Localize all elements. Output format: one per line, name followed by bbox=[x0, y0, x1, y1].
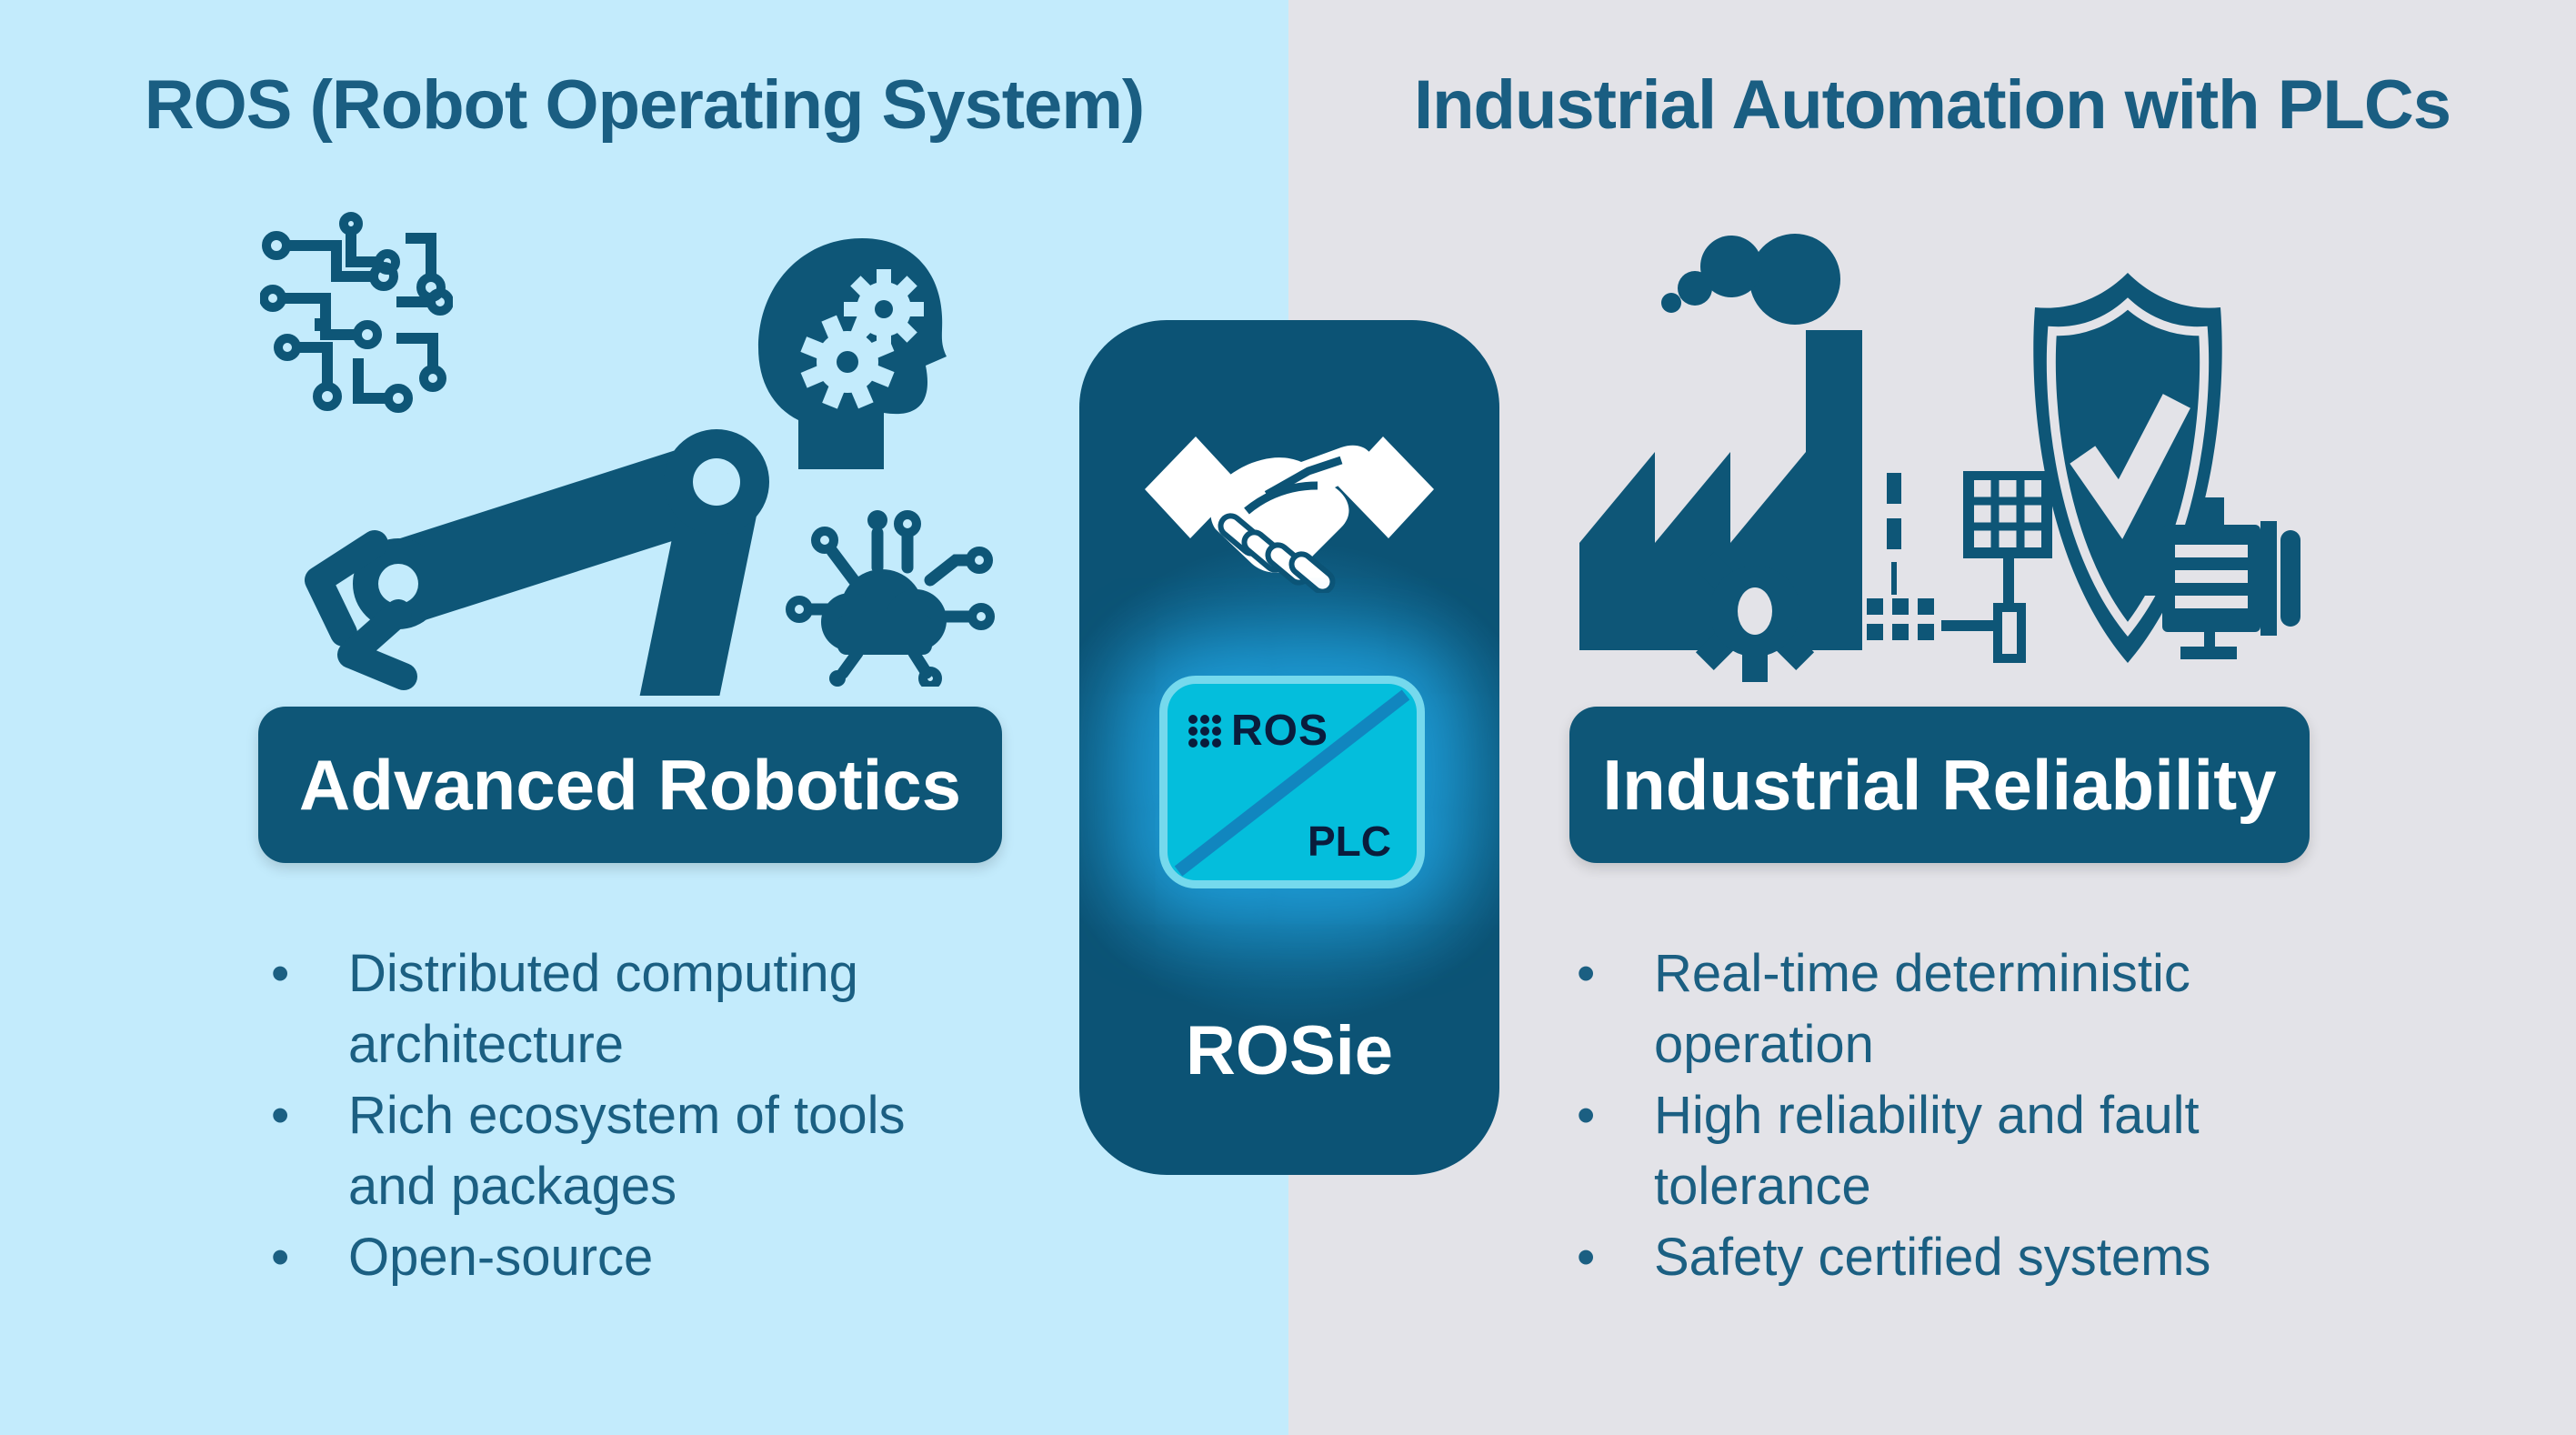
bullet-text: Real-time deterministic operation bbox=[1654, 944, 2190, 1074]
bullet-text: Open-source bbox=[348, 1228, 654, 1287]
left-bullet-list: • Distributed computing architecture • R… bbox=[271, 938, 989, 1293]
bullet-text: Rich ecosystem of tools and packages bbox=[348, 1086, 906, 1216]
bullet-marker: • bbox=[1577, 1228, 1596, 1287]
ros-dots-icon bbox=[1188, 714, 1221, 748]
bullet-text: Safety certified systems bbox=[1654, 1228, 2211, 1287]
ai-circuit-icon bbox=[260, 212, 453, 413]
bullet-marker: • bbox=[1577, 1086, 1596, 1145]
list-item: • Rich ecosystem of tools and packages bbox=[271, 1080, 989, 1222]
bullet-text: High reliability and fault tolerance bbox=[1654, 1086, 2200, 1216]
list-item: • Real-time deterministic operation bbox=[1577, 938, 2350, 1080]
rosie-caption: ROSie bbox=[1185, 1012, 1394, 1089]
head-gears-icon bbox=[758, 238, 947, 469]
handshake-icon bbox=[1145, 437, 1434, 593]
list-item: • Open-source bbox=[271, 1222, 989, 1293]
gear-icon bbox=[1689, 540, 1821, 682]
robot-arm-icon bbox=[305, 429, 769, 696]
bullet-marker: • bbox=[1577, 944, 1596, 1003]
advanced-robotics-badge: Advanced Robotics bbox=[258, 707, 1002, 863]
badge-right-label: Industrial Reliability bbox=[1602, 744, 2277, 825]
bullet-marker: • bbox=[271, 1086, 290, 1145]
industrial-reliability-badge: Industrial Reliability bbox=[1569, 707, 2310, 863]
cloud-network-icon bbox=[786, 510, 995, 687]
list-item: • Distributed computing architecture bbox=[271, 938, 989, 1080]
list-item: • Safety certified systems bbox=[1577, 1222, 2350, 1293]
chip-plc-label: PLC bbox=[1308, 818, 1391, 865]
right-title: Industrial Automation with PLCs bbox=[1414, 66, 2451, 144]
motor-icon bbox=[2135, 497, 2300, 659]
bullet-marker: • bbox=[271, 944, 290, 1003]
ros-logo: ROS bbox=[1188, 706, 1328, 756]
left-title: ROS (Robot Operating System) bbox=[144, 66, 1145, 144]
ros-plc-chip: ROS PLC bbox=[1159, 676, 1425, 888]
plc-ladder-icon bbox=[1867, 471, 2052, 663]
bullet-marker: • bbox=[271, 1228, 290, 1287]
list-item: • High reliability and fault tolerance bbox=[1577, 1080, 2350, 1222]
right-bullet-list: • Real-time deterministic operation • Hi… bbox=[1577, 938, 2350, 1293]
bullet-text: Distributed computing architecture bbox=[348, 944, 858, 1074]
badge-left-label: Advanced Robotics bbox=[298, 744, 962, 825]
chip-diagonal-line bbox=[1174, 689, 1410, 877]
rosie-bridge-panel: ROS PLC ROSie bbox=[1079, 320, 1499, 1175]
chip-ros-label: ROS bbox=[1231, 707, 1329, 755]
